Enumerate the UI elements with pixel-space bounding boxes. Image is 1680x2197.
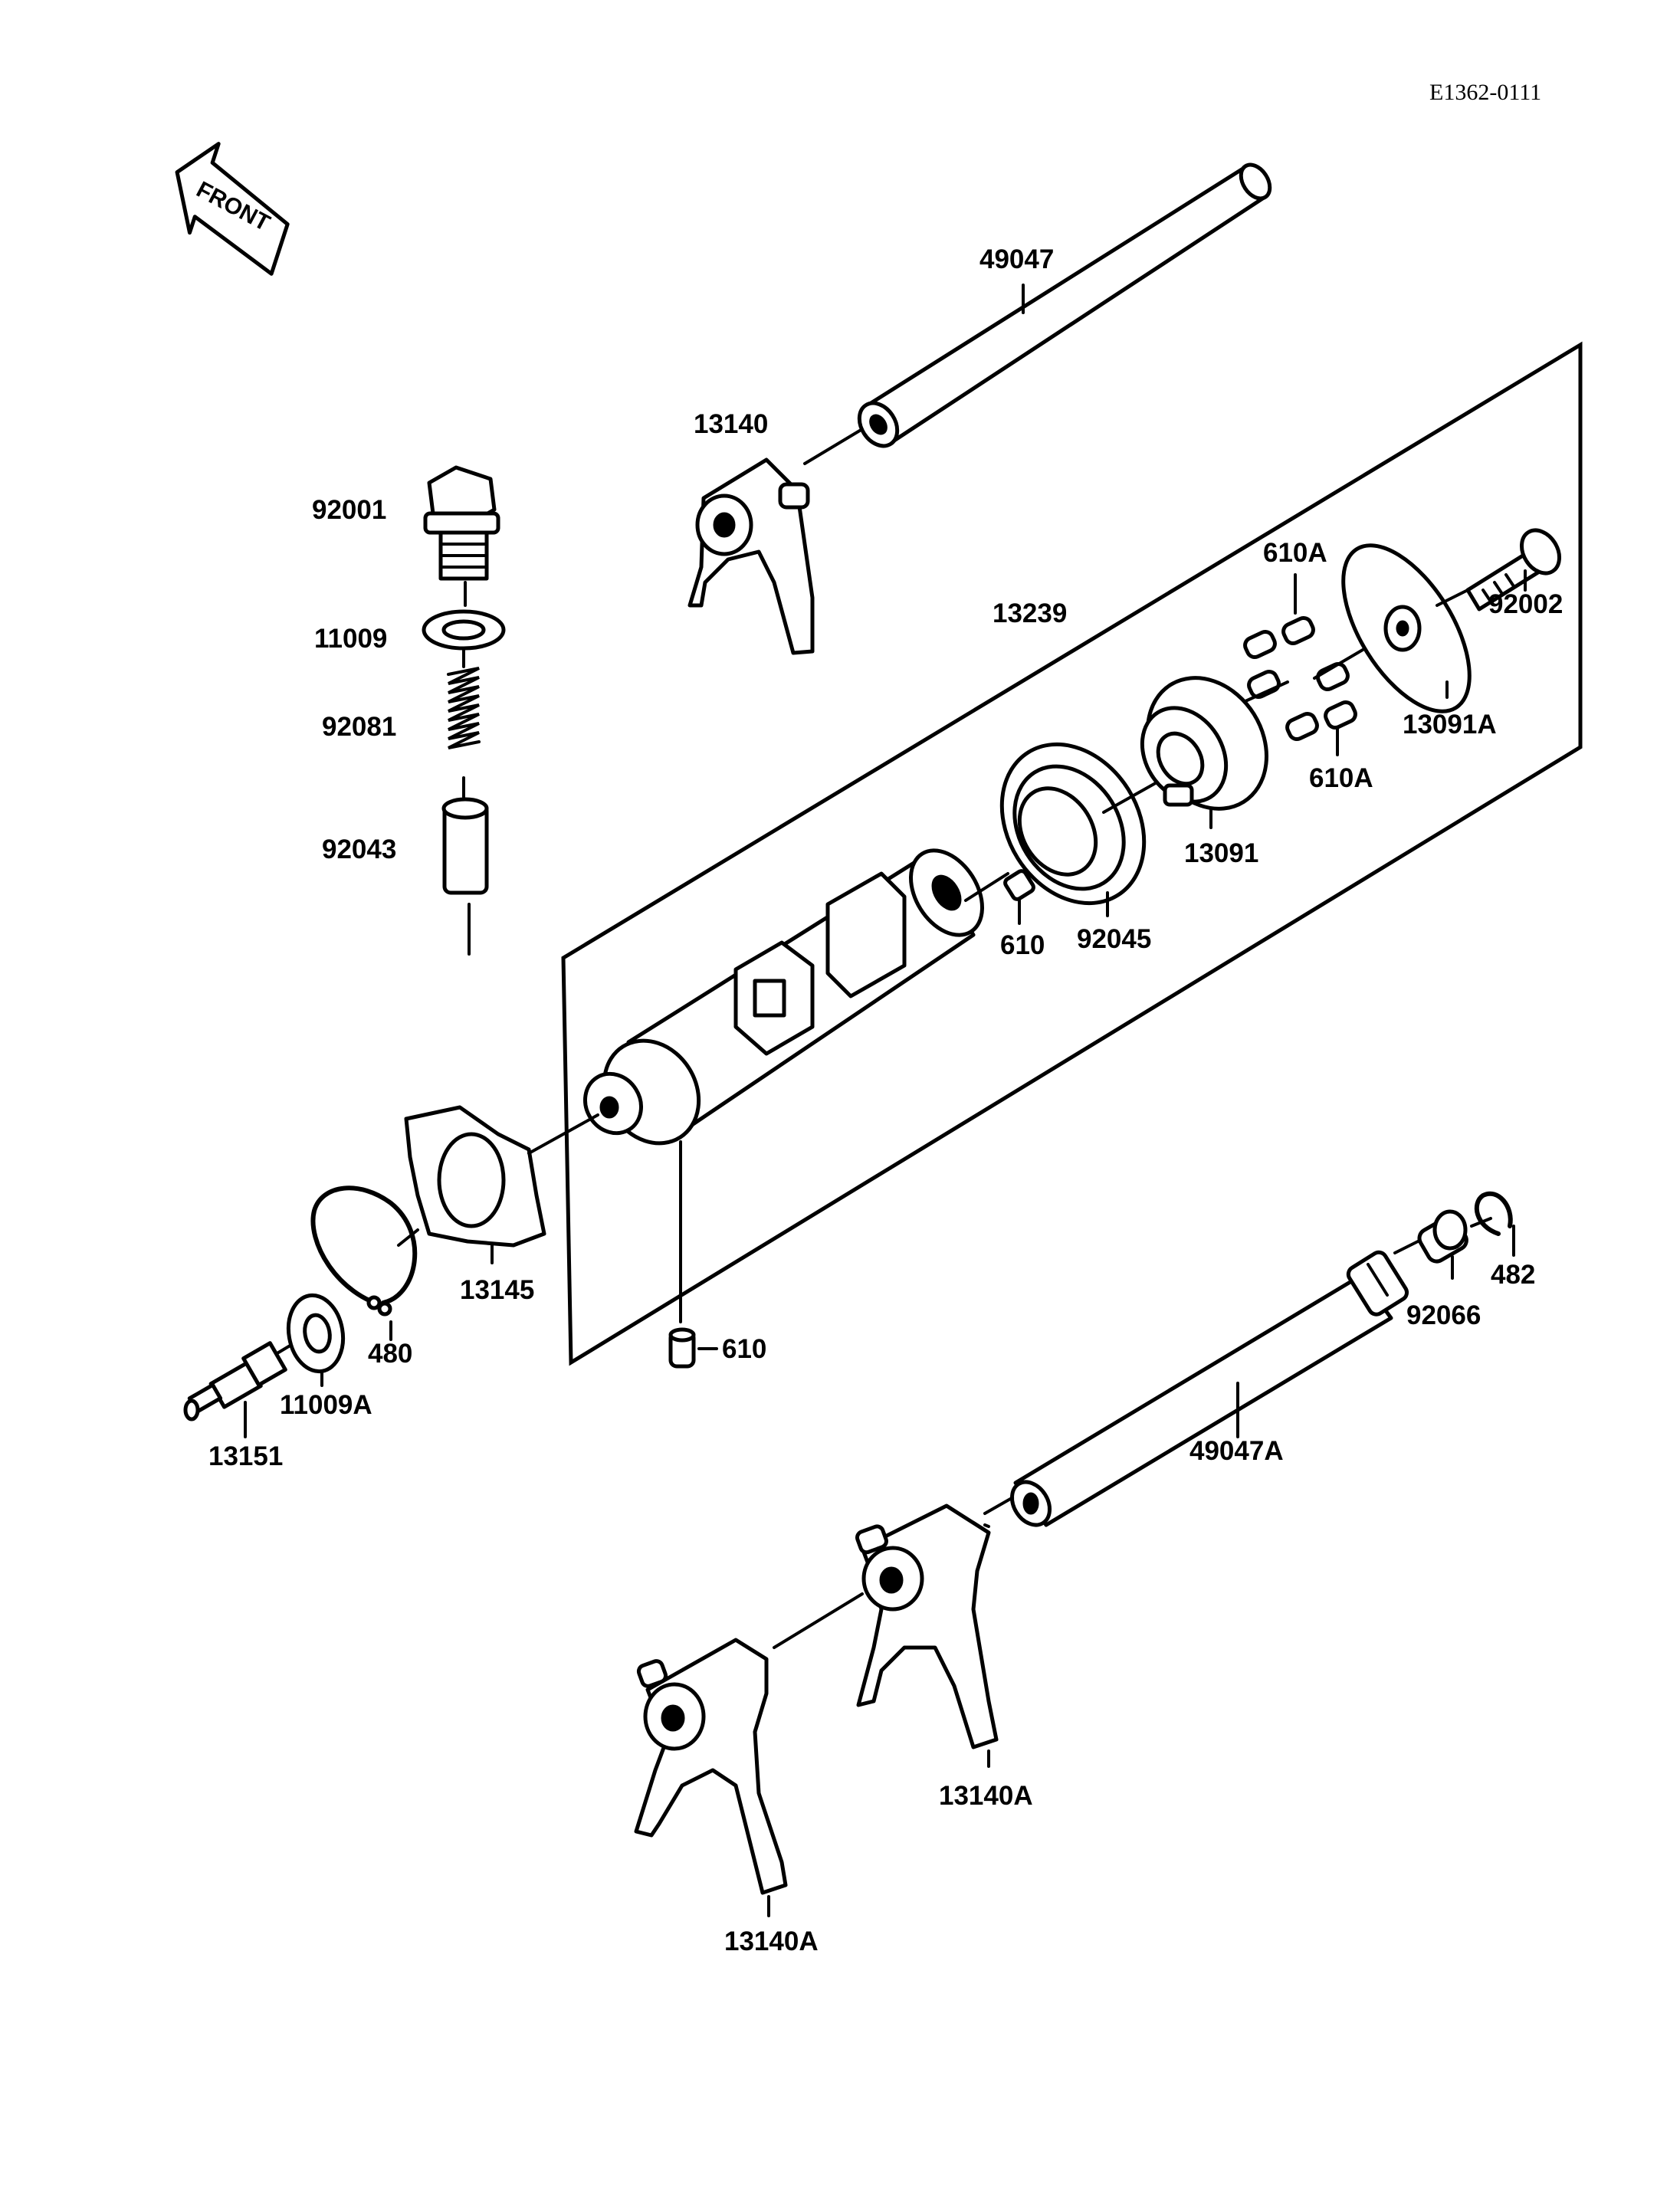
washer-11009A [286,1293,346,1374]
washer-11009 [422,609,506,651]
shift-drum [583,848,984,1146]
shaft-49047A [1009,1250,1409,1527]
pins-610A [1243,615,1357,742]
collar-92066 [1417,1209,1468,1264]
label-13140A-right: 13140A [939,1781,1033,1811]
drum-assembly-frame [561,341,1583,1366]
label-92002: 92002 [1488,589,1563,619]
fork-13140 [687,457,815,655]
sleeve-92043 [441,797,489,895]
label-482: 482 [1491,1260,1535,1290]
drawing-code: E1362-0111 [1429,80,1541,105]
switch-13151 [183,1341,287,1421]
label-610A-top: 610A [1263,538,1327,568]
label-13140A-left: 13140A [724,1926,819,1956]
label-92043: 92043 [322,835,396,864]
pin-610-drum [1003,869,1035,901]
circlip-482 [1474,1191,1513,1236]
label-610A-bottom: 610A [1309,763,1373,793]
label-11009A: 11009A [280,1390,372,1420]
bolt-92002 [1465,528,1562,612]
label-13239: 13239 [993,598,1067,628]
fork-13140A-right [855,1503,999,1749]
label-92081: 92081 [322,712,396,742]
label-13151: 13151 [208,1441,283,1471]
bolt-92001 [423,465,500,581]
label-92001: 92001 [312,495,386,525]
shaft-49047 [857,162,1272,448]
bearing-92045 [999,742,1147,906]
label-480: 480 [368,1339,412,1369]
label-49047A: 49047A [1189,1436,1284,1466]
label-49047: 49047 [979,244,1054,274]
label-13145: 13145 [460,1275,534,1305]
circlip-480 [310,1185,418,1317]
cam-13145 [404,1105,546,1248]
front-arrow-icon: FRONT [175,142,290,276]
label-610-lower: 610 [722,1334,766,1364]
label-92066: 92066 [1406,1300,1481,1330]
plate-13091A [1341,543,1472,713]
pin-610-lower [668,1327,696,1369]
label-610-drum: 610 [1000,930,1045,960]
spring-92081 [447,667,481,749]
label-13091: 13091 [1184,838,1258,868]
label-13091A: 13091A [1403,710,1497,739]
label-11009: 11009 [314,624,387,654]
holder-13091 [1140,676,1268,811]
label-13140: 13140 [694,409,768,439]
fork-13140A-left [634,1638,788,1895]
label-92045: 92045 [1077,924,1151,954]
